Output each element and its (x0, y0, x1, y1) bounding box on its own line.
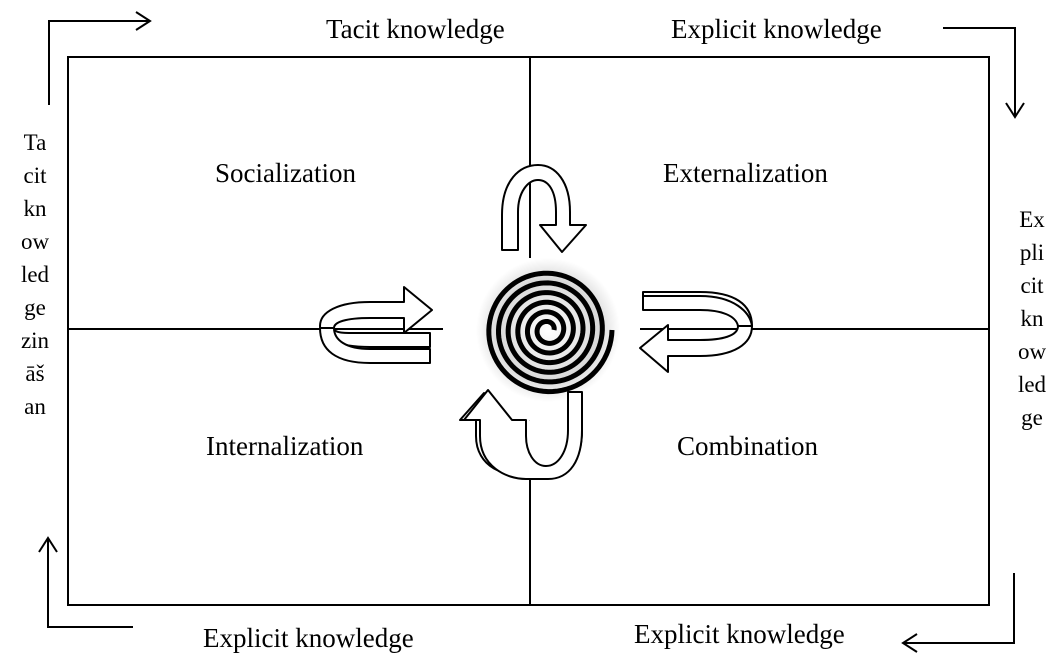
spiral-icon (476, 258, 620, 402)
bottom-right-label: Explicit knowledge (634, 619, 845, 649)
quadrant-internalization-label: Internalization (206, 431, 364, 461)
cycle-arrow-left-icon (319, 286, 433, 364)
corner-arrow-bottom-right (901, 573, 1015, 653)
cycle-arrow-bottom-icon (459, 389, 583, 480)
cycle-arrow-top-icon (501, 164, 587, 253)
top-left-label: Tacit knowledge (326, 14, 505, 44)
quadrant-externalization-label: Externalization (663, 158, 828, 188)
bottom-left-label: Explicit knowledge (203, 623, 414, 653)
quadrant-combination-label: Combination (677, 431, 818, 461)
right-vertical-label: Ex pli cit kn ow led ge (1017, 207, 1047, 430)
left-vertical-label: Ta cit kn ow led ge zin āš an (20, 130, 50, 419)
corner-arrow-top-right (943, 27, 1025, 119)
quadrant-socialization-label: Socialization (215, 158, 356, 188)
cycle-arrow-right-icon (639, 291, 753, 373)
corner-arrow-top-left (48, 11, 152, 105)
top-right-label: Explicit knowledge (671, 14, 882, 44)
outer-frame (67, 56, 990, 606)
corner-arrow-bottom-left (38, 536, 133, 628)
